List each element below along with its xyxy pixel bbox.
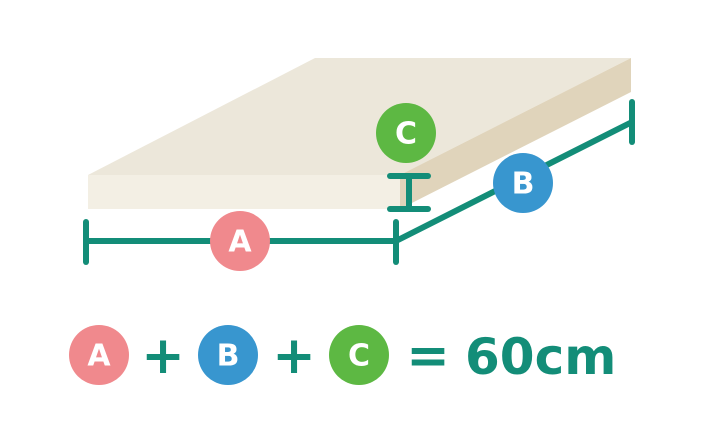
svg-text:B: B — [217, 339, 240, 374]
svg-text:A: A — [87, 339, 111, 374]
dimension-c-line — [387, 173, 431, 212]
formula-badge-b: B — [198, 325, 258, 385]
formula-result: 60cm — [465, 328, 616, 386]
formula-badge-c: C — [329, 325, 389, 385]
badge-b-label: B — [512, 167, 535, 202]
badge-a-circle — [210, 211, 270, 271]
slab-front-face — [88, 175, 400, 209]
formula-equals: = — [406, 326, 450, 386]
badge-c-circle — [376, 103, 436, 163]
svg-text:C: C — [348, 339, 370, 374]
formula-plus-2: + — [272, 326, 316, 386]
badge-a: A — [210, 211, 270, 271]
slab-top-face — [88, 58, 631, 175]
badge-a-label: A — [228, 225, 252, 260]
formula: A + B + C = 60cm — [69, 325, 616, 386]
formula-plus-1: + — [141, 326, 185, 386]
badge-c-label: C — [395, 117, 417, 152]
slab-side-face — [400, 58, 631, 209]
formula-badge-a: A — [69, 325, 129, 385]
badge-b-circle — [493, 153, 553, 213]
slab — [88, 58, 631, 209]
badge-c: C — [376, 103, 436, 163]
badge-b: B — [493, 153, 553, 213]
